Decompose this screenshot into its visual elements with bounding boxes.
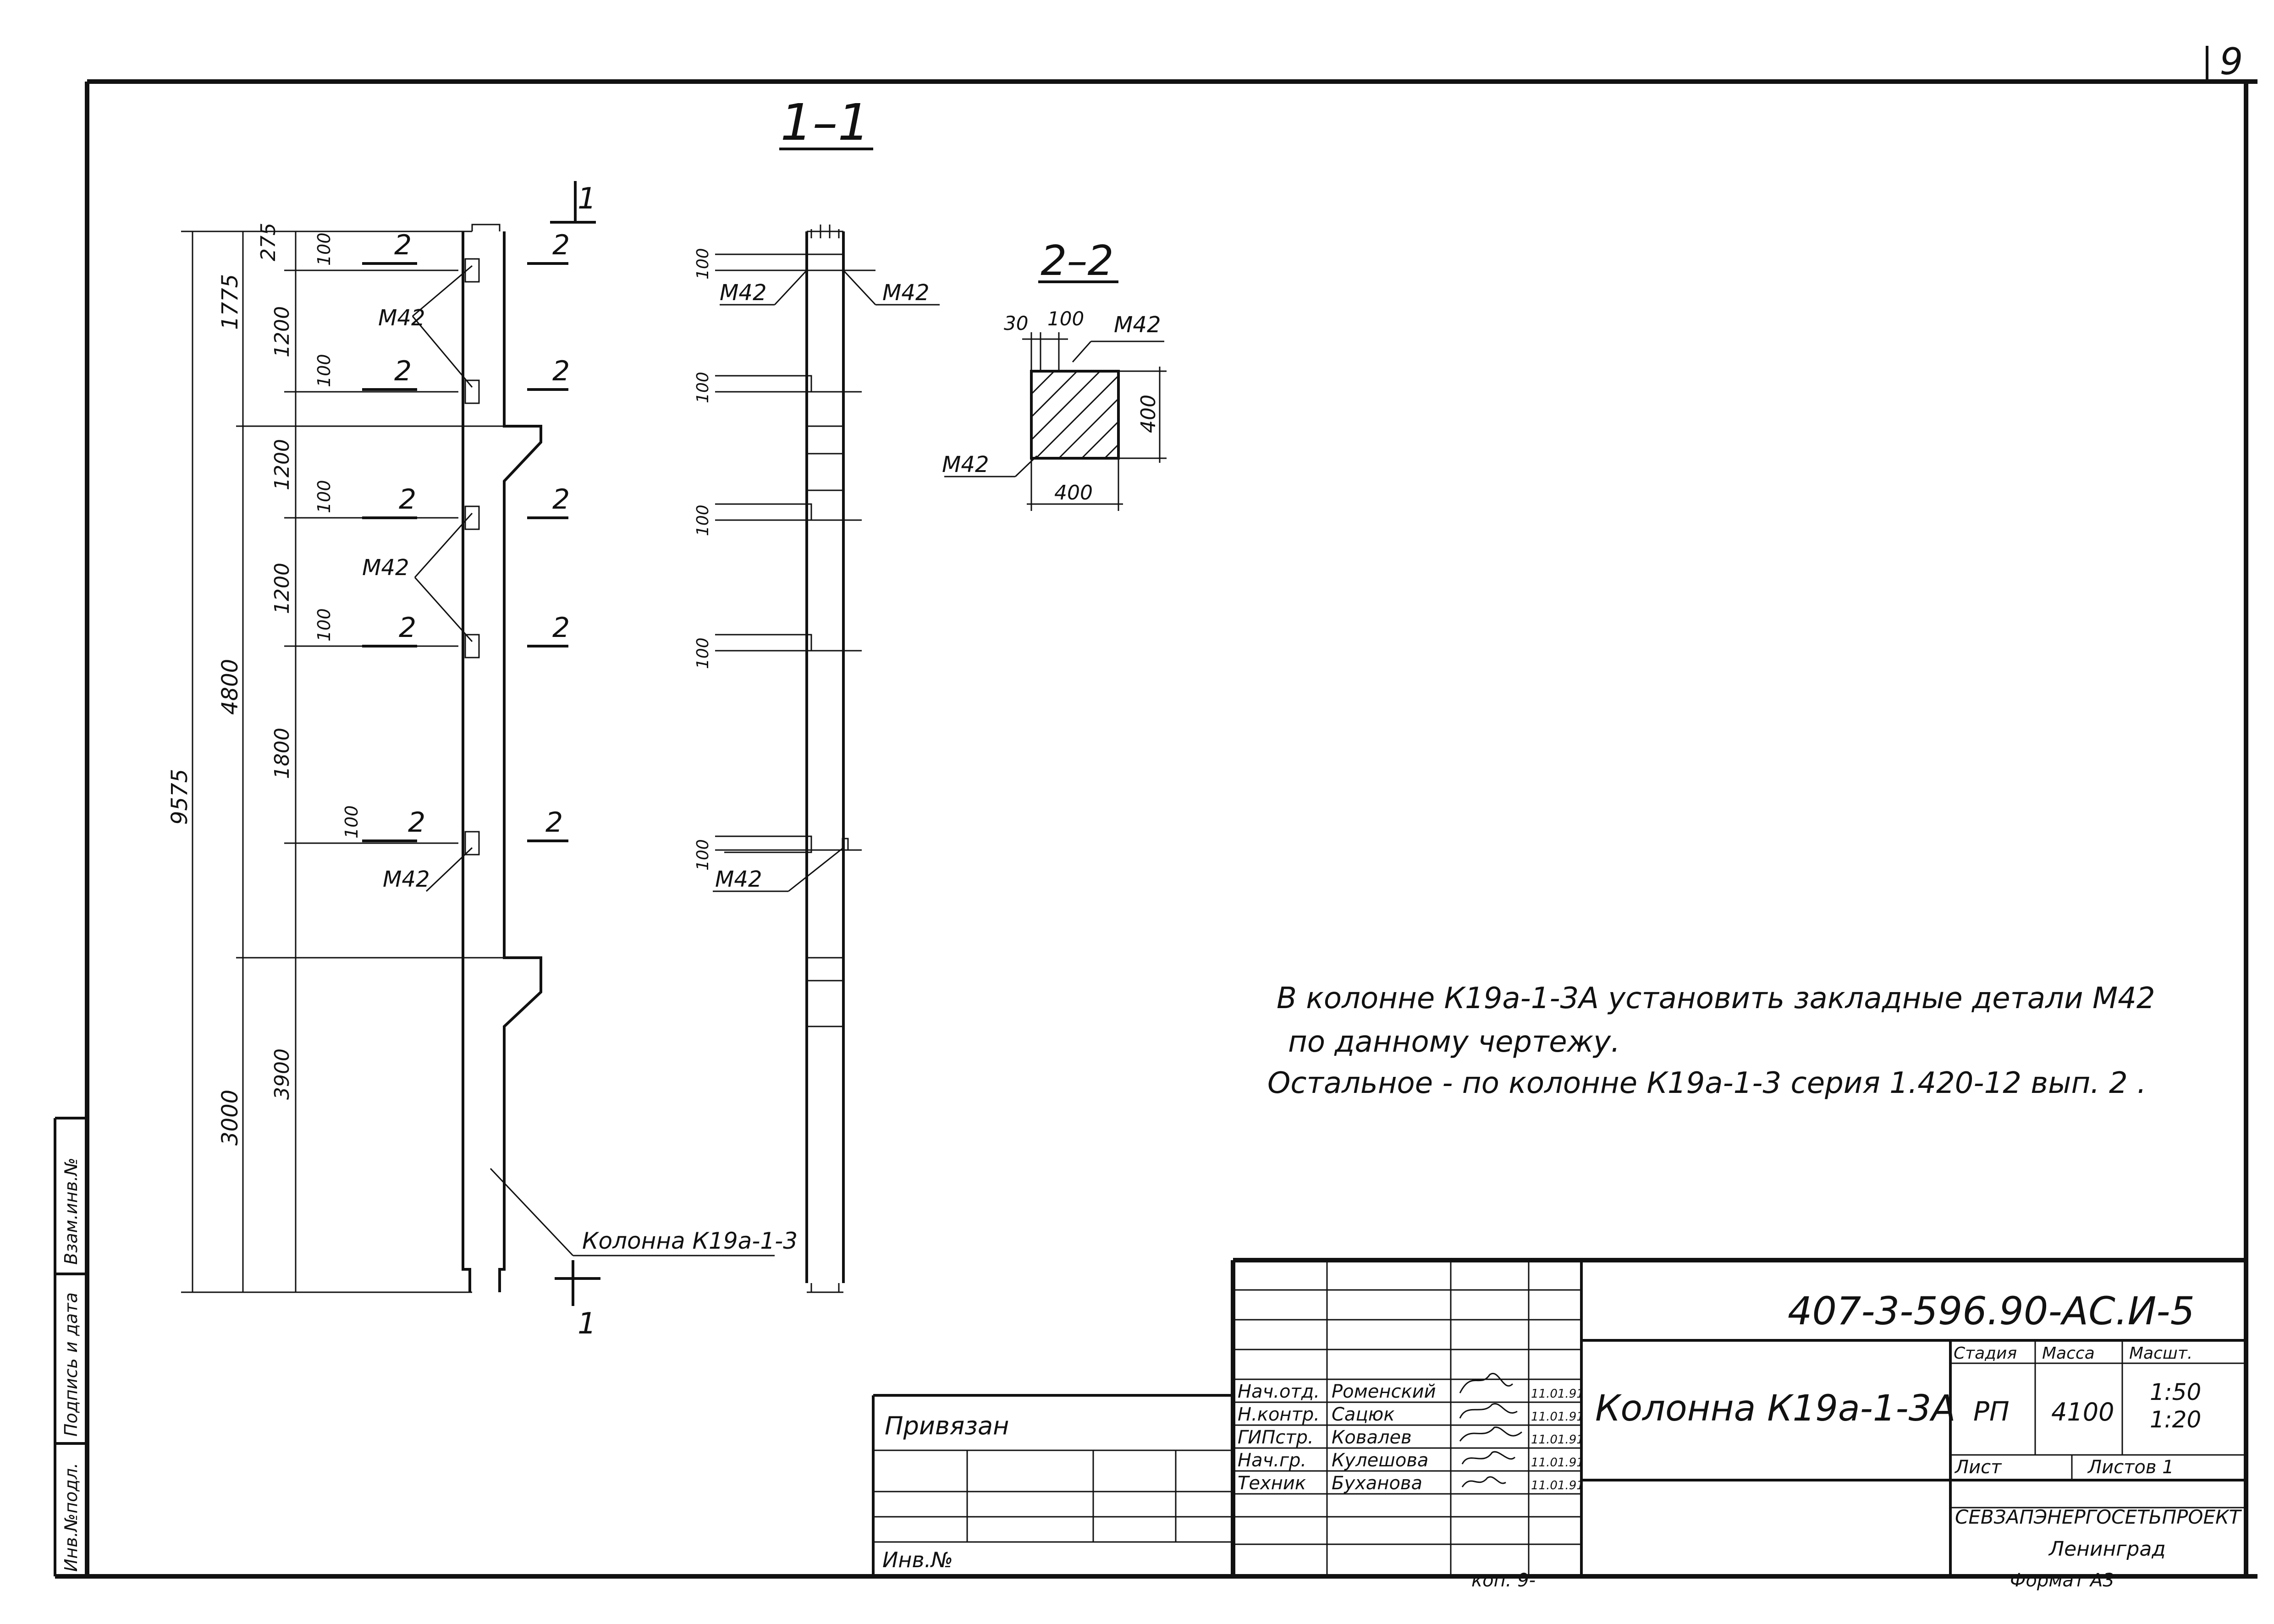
cut-2-l2: 2 [394, 355, 412, 387]
sheets-label: Листов 1 [2087, 1457, 2174, 1478]
column-elevation [181, 224, 775, 1293]
dim-100-a: 100 [314, 232, 334, 266]
dim-3000: 3000 [217, 1090, 243, 1146]
sig-date-5: 11.01.91 [1531, 1479, 1584, 1492]
notes: В колонне К19а-1-3А установить закладные… [1267, 982, 2155, 1100]
side-stamp-vzam: Взам.инв.№ [61, 1158, 81, 1265]
dim-100-c: 100 [314, 480, 334, 513]
dim-2-2-400-w: 400 [1054, 481, 1093, 505]
mass-value: 4100 [2051, 1398, 2114, 1426]
m42-label-col2-b: М42 [882, 280, 930, 306]
section-1-1-title: 1–1 [781, 93, 870, 152]
dim-1200-b: 1200 [270, 439, 294, 490]
dim-2-2-100: 100 [1047, 307, 1084, 330]
scale-value-2: 1:20 [2150, 1406, 2201, 1433]
sheet-label: Лист [1954, 1457, 2002, 1478]
sheet-frame [55, 46, 2257, 1579]
sig-name-1: Роменский [1332, 1381, 1436, 1402]
sig-name-5: Буханова [1332, 1473, 1422, 1494]
dim-3900: 3900 [270, 1048, 294, 1100]
sig-role-5: Техник [1238, 1473, 1306, 1494]
note-line-3: Остальное - по колонне К19а-1-3 серия 1.… [1267, 1066, 2146, 1100]
dim-col2-100-d: 100 [694, 637, 712, 669]
dim-100-b: 100 [314, 354, 334, 387]
dim-col2-100-a: 100 [694, 248, 712, 280]
cut-2-l5: 2 [408, 807, 425, 839]
dim-9575: 9575 [167, 769, 193, 825]
binding-inv: Инв.№ [882, 1547, 953, 1572]
sig-role-4: Нач.гр. [1238, 1450, 1306, 1471]
cut-2-l1: 2 [394, 229, 412, 261]
dim-100-d: 100 [314, 608, 334, 642]
section-2-2-title: 2–2 [1041, 237, 1114, 285]
dim-col2-100-b: 100 [694, 372, 712, 403]
scale-value-1: 1:50 [2150, 1379, 2201, 1405]
note-line-2: по данному чертежу. [1288, 1025, 1620, 1059]
cut-2-l3: 2 [399, 483, 416, 516]
city: Ленинград [2048, 1537, 2166, 1561]
section-2-2-drawing [944, 332, 1167, 511]
cut-2-r3: 2 [552, 483, 570, 516]
stage-value: РП [1973, 1396, 2010, 1427]
binding-block [872, 1394, 1233, 1576]
cut-marks-2 [362, 262, 568, 842]
dim-2-2-30: 30 [1004, 312, 1028, 335]
side-stamp-inv: Инв.№подл. [61, 1463, 81, 1572]
dim-1200-c: 1200 [270, 563, 294, 614]
cut-marks-1 [550, 181, 600, 1306]
dim-col2-100-e: 100 [694, 839, 712, 871]
m42-label-col2-a: М42 [720, 280, 767, 306]
cut-1-top: 1 [578, 182, 596, 216]
mass-label: Масса [2042, 1344, 2095, 1363]
dim-4800: 4800 [217, 659, 243, 715]
sig-date-3: 11.01.91 [1531, 1433, 1584, 1447]
side-stamp-podpis: Подпись и дата [61, 1292, 81, 1437]
sig-name-3: Ковалев [1332, 1427, 1412, 1448]
column-leader-label: Колонна К19а-1-3 [582, 1228, 798, 1254]
cut-2-r4: 2 [552, 612, 570, 644]
organization: СЕВЗАПЭНЕРГОСЕТЬПРОЕКТ [1955, 1506, 2242, 1528]
dim-1200-a: 1200 [270, 306, 294, 357]
m42-label-col1-a: М42 [378, 305, 425, 331]
column-section [713, 225, 940, 1293]
sig-name-4: Кулешова [1332, 1450, 1428, 1471]
sig-date-4: 11.01.91 [1531, 1456, 1584, 1470]
cut-2-r1: 2 [552, 229, 570, 261]
dim-2-2-400-h: 400 [1137, 395, 1160, 433]
m42-label-2-2-b: М42 [942, 452, 989, 477]
cut-1-bottom: 1 [578, 1307, 596, 1341]
dim-1800: 1800 [270, 728, 294, 779]
document-code: 407-3-596.90-АС.И-5 [1788, 1289, 2195, 1333]
cut-2-l4: 2 [399, 612, 416, 644]
signature-scribbles [1459, 1373, 1522, 1487]
dim-1775: 1775 [217, 274, 243, 330]
stage-label: Стадия [1954, 1344, 2017, 1363]
sig-date-1: 11.01.91 [1531, 1387, 1584, 1401]
m42-label-col1-b: М42 [362, 555, 409, 581]
copy-mark: коп. 9- [1471, 1570, 1536, 1591]
cut-2-r2: 2 [552, 355, 570, 387]
sig-name-2: Сацюк [1332, 1404, 1395, 1425]
sig-date-2: 11.01.91 [1531, 1410, 1584, 1424]
sig-role-1: Нач.отд. [1238, 1381, 1320, 1402]
m42-label-col1-c: М42 [383, 867, 430, 892]
m42-label-2-2-a: М42 [1114, 312, 1161, 338]
note-line-1: В колонне К19а-1-3А установить закладные… [1277, 982, 2155, 1015]
cut-2-r5: 2 [545, 807, 563, 839]
dim-100-e: 100 [341, 805, 362, 839]
sheet-number: 9 [2220, 40, 2243, 83]
dim-275: 275 [257, 223, 280, 261]
binding-label: Привязан [885, 1411, 1009, 1440]
m42-label-col2-c: М42 [715, 867, 762, 892]
title-block [1231, 1258, 2246, 1576]
dim-col2-100-c: 100 [694, 505, 712, 536]
sig-role-2: Н.контр. [1238, 1404, 1320, 1425]
format: Формат А3 [2010, 1570, 2114, 1591]
scale-label: Масшт. [2129, 1344, 2192, 1363]
side-stamp: Взам.инв.№ Подпись и дата Инв.№подл. [54, 1117, 87, 1576]
sig-role-3: ГИПстр. [1238, 1427, 1314, 1448]
document-title: Колонна К19а-1-3А [1595, 1388, 1956, 1429]
